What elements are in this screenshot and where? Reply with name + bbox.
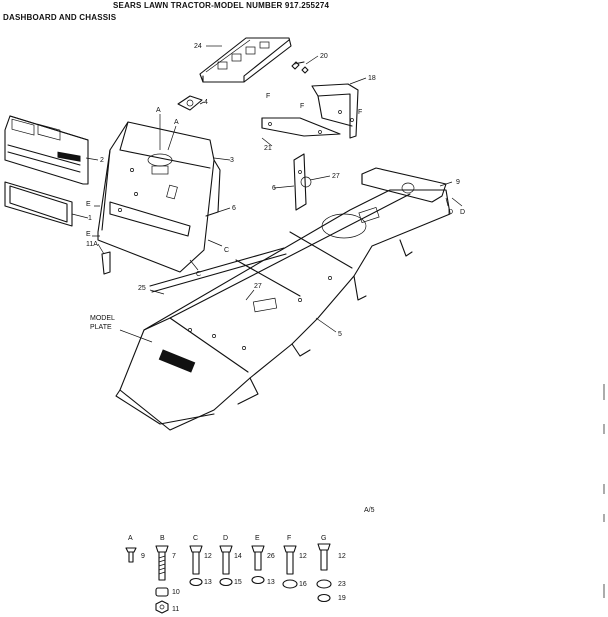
hardware-part: 12 xyxy=(299,553,307,560)
callout-f: F xyxy=(358,109,362,116)
callout-d: D xyxy=(460,209,465,216)
part-9-hitch-plate xyxy=(361,167,447,203)
hardware-part: 14 xyxy=(234,553,242,560)
callout-f: F xyxy=(266,93,270,100)
page-title: SEARS LAWN TRACTOR-MODEL NUMBER 917.2552… xyxy=(113,1,330,10)
callout-e: E xyxy=(86,201,91,208)
callout-24: 24 xyxy=(194,43,202,50)
part-18-bracket xyxy=(311,83,359,139)
callout-6: 6 xyxy=(272,185,276,192)
callout-18: 18 xyxy=(368,75,376,82)
hardware-letter-f: F xyxy=(287,535,291,542)
hardware-part: 10 xyxy=(172,589,180,596)
callout-2: 2 xyxy=(100,157,104,164)
callout-5: 5 xyxy=(338,331,342,338)
hardware-part: 7 xyxy=(172,553,176,560)
part-4-plate xyxy=(177,95,203,111)
part-21-plate xyxy=(261,117,341,137)
part-6-support xyxy=(293,153,312,211)
callout-a: A xyxy=(174,119,179,126)
hardware-letter-e: E xyxy=(255,535,260,542)
callout-plate: PLATE xyxy=(90,324,112,331)
hardware-part: 9 xyxy=(141,553,145,560)
callout-1: 1 xyxy=(88,215,92,222)
callout-20: 20 xyxy=(320,53,328,60)
hardware-letter-c: C xyxy=(193,535,198,542)
part-5-chassis-frame xyxy=(115,189,451,431)
hardware-drawings xyxy=(125,543,332,614)
part-25-rod xyxy=(149,247,287,293)
callout-25: 25 xyxy=(138,285,146,292)
part-11A-bracket xyxy=(101,251,111,275)
callout-f: F xyxy=(300,103,304,110)
part-1-bezel xyxy=(4,181,73,227)
callout-model: MODEL xyxy=(90,315,115,322)
callout-9: 9 xyxy=(456,179,460,186)
hardware-letter-a: A xyxy=(128,535,133,542)
hardware-labels: A 9 B 7 10 11 C 12 13 D 14 15 E 26 13 F … xyxy=(128,535,346,613)
callout-e: E xyxy=(86,231,91,238)
callout-d: D xyxy=(448,209,453,216)
callout-3: 3 xyxy=(230,157,234,164)
callout-labels: 24 20 18 4 A A 2 3 21 F F F 27 6 9 D D 6… xyxy=(86,43,465,514)
callout-a5: A/5 xyxy=(364,507,375,514)
callout-21: 21 xyxy=(264,145,272,152)
hardware-part: 12 xyxy=(204,553,212,560)
hardware-part: 23 xyxy=(338,581,346,588)
hardware-part: 16 xyxy=(299,581,307,588)
hardware-part: 11 xyxy=(172,606,179,613)
callout-a: A xyxy=(156,107,161,114)
callout-27: 27 xyxy=(332,173,340,180)
hardware-letter-g: G xyxy=(321,535,326,542)
part-3-dashboard-housing xyxy=(97,121,221,273)
callout-c: C xyxy=(224,247,229,254)
page-subtitle: DASHBOARD AND CHASSIS xyxy=(3,13,117,22)
hardware-part: 19 xyxy=(338,595,346,602)
hardware-part: 26 xyxy=(267,553,275,560)
hardware-part: 13 xyxy=(204,579,212,586)
leader-lines xyxy=(71,45,463,343)
hardware-part: 13 xyxy=(267,579,275,586)
callout-27: 27 xyxy=(254,283,262,290)
callout-11a: 11A xyxy=(86,241,98,248)
part-24-cover-tray xyxy=(199,37,292,83)
part-2-panel xyxy=(4,115,89,185)
part-20-bolt xyxy=(291,61,309,74)
callout-4: 4 xyxy=(204,99,208,106)
callout-6: 6 xyxy=(232,205,236,212)
hardware-part: 12 xyxy=(338,553,346,560)
hardware-letter-b: B xyxy=(160,535,165,542)
callout-c: C xyxy=(196,271,201,278)
hardware-letter-d: D xyxy=(223,535,228,542)
hardware-part: 15 xyxy=(234,579,242,586)
